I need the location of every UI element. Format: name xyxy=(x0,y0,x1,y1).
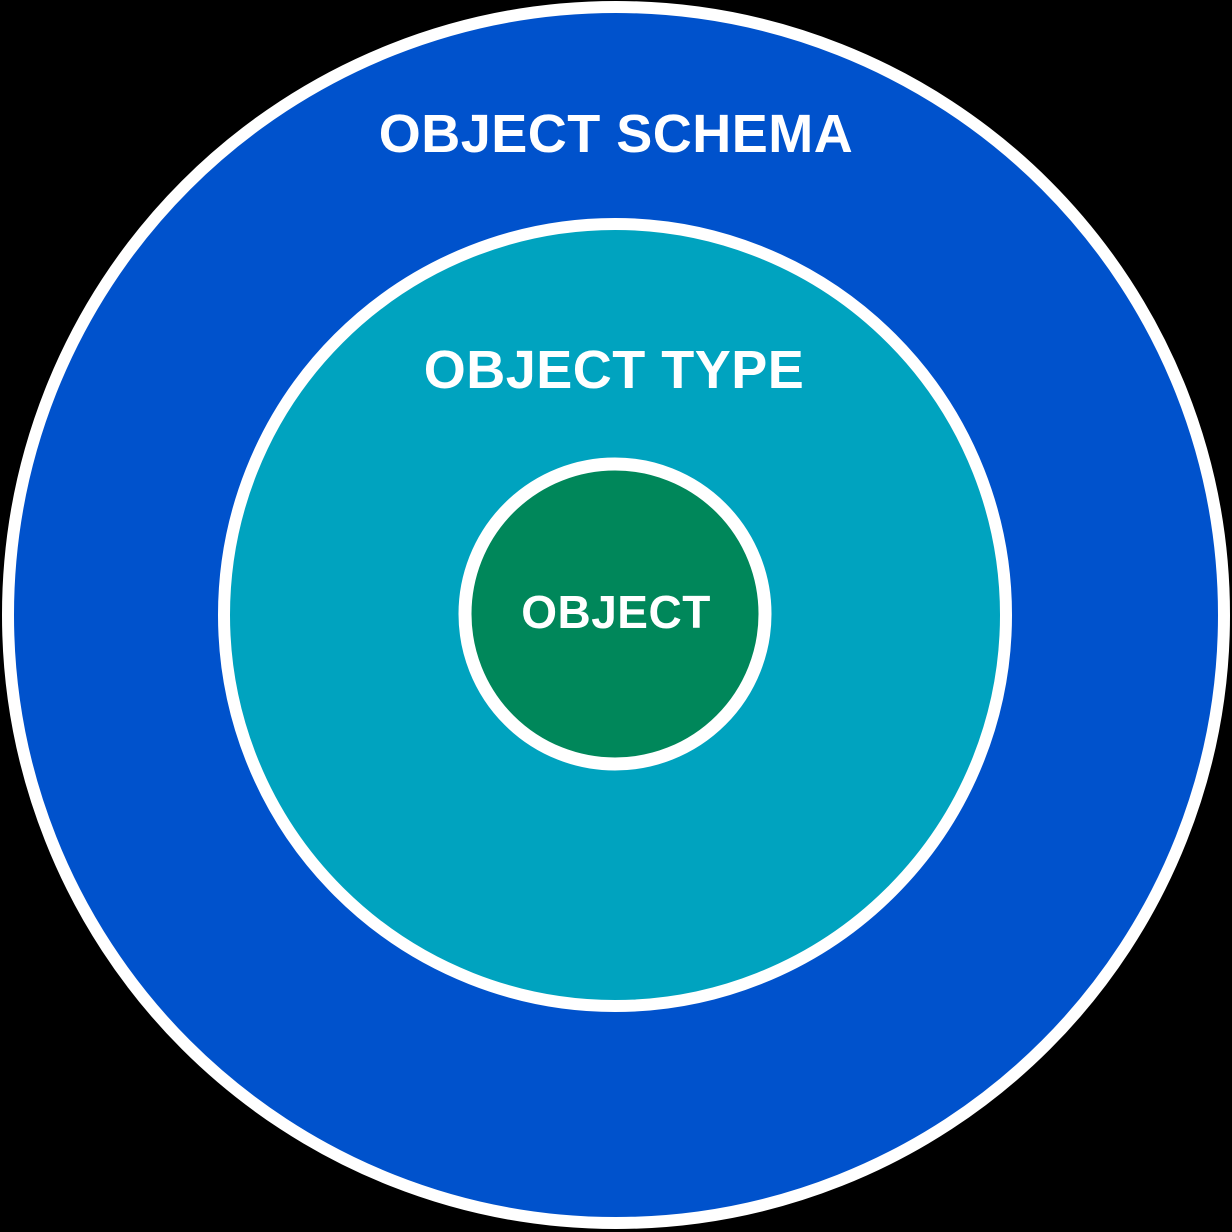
object-type-label: OBJECT TYPE xyxy=(424,340,805,400)
object-label: OBJECT xyxy=(521,586,711,638)
object-schema-label: OBJECT SCHEMA xyxy=(379,104,854,164)
object-circle xyxy=(458,457,772,771)
